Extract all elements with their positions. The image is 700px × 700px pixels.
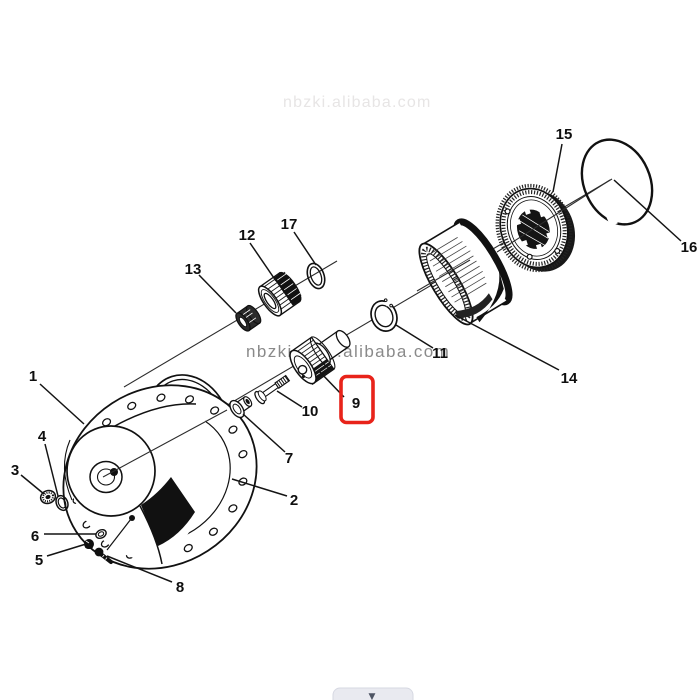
leader-line-12: [249, 242, 277, 282]
part-12-planet-gear: [257, 271, 302, 317]
part-label-11: 11: [432, 345, 448, 362]
part-label-1: 1: [29, 368, 37, 385]
leader-line-4: [44, 443, 59, 497]
leader-line-5: [46, 543, 87, 557]
part-label-17: 17: [281, 216, 298, 233]
part-label-10: 10: [302, 403, 319, 420]
part-label-9: 9: [352, 395, 360, 412]
leader-line-2: [231, 478, 288, 497]
part-label-14: 14: [561, 370, 578, 387]
leader-line-8b: [106, 518, 132, 551]
hub-center-hole: [89, 460, 123, 494]
leader-line-14: [454, 314, 560, 371]
watermark-mid-right: .alibaba.com: [337, 342, 450, 361]
axis-overlay-flange: [496, 179, 611, 253]
part-label-7: 7: [285, 450, 293, 467]
part-8-bolt: [94, 547, 113, 564]
axis-overlay-ring-gear: [416, 259, 471, 292]
part-15-geared-flange: [495, 183, 576, 273]
part-7-bushing: [229, 396, 253, 419]
part-5-plug: [84, 539, 94, 549]
watermark-top: nbzki.alibaba.com: [283, 94, 431, 111]
part-label-12: 12: [239, 227, 256, 244]
part-14-ring-gear: [418, 218, 513, 326]
hub-shadow-wedge: [141, 477, 195, 546]
part-label-16: 16: [681, 239, 698, 256]
part-label-5: 5: [35, 552, 43, 569]
part-labels: 1 2 3 4 5 6 7 8 9 10 11 12 13 14 15 16 1…: [11, 126, 698, 596]
part-6-nut: [95, 528, 107, 540]
scroll-tab[interactable]: ▼: [332, 687, 414, 700]
leader-line-15: [552, 143, 563, 193]
leader-line-1: [39, 383, 85, 425]
upper-axis-line: [123, 260, 338, 388]
leader-line-10: [276, 390, 303, 408]
part-10-bolt: [254, 374, 291, 405]
leader-line-7: [242, 413, 286, 453]
part-label-4: 4: [38, 428, 47, 445]
highlight-box: [339, 374, 375, 425]
watermark-mid-left: nbzki: [246, 342, 293, 361]
part-label-3: 3: [11, 462, 19, 479]
part-label-6: 6: [31, 528, 39, 545]
leader-line-8: [106, 555, 173, 583]
part-3-nut: [39, 489, 57, 505]
chevron-down-icon[interactable]: ▼: [369, 692, 376, 700]
part-11-snap-ring: [370, 295, 398, 332]
part-label-2: 2: [290, 492, 298, 509]
leader-line-16: [613, 179, 682, 242]
part-label-15: 15: [556, 126, 573, 143]
part-9-splined-coupling: [289, 329, 351, 386]
part-4-oring: [55, 494, 69, 512]
part-label-8: 8: [176, 579, 184, 596]
leader-line-3: [20, 474, 45, 495]
part-1-hub: [62, 384, 258, 570]
leader-line-13: [198, 274, 237, 314]
leader-line-17: [293, 231, 317, 266]
part-13-splined-bushing: [235, 304, 262, 332]
leader-line-11: [395, 324, 434, 349]
axis-overlay-hub: [102, 409, 228, 478]
part-16-large-snap-ring: [580, 138, 654, 227]
part-label-13: 13: [185, 261, 202, 278]
part-17-oring: [306, 262, 326, 290]
leader-lines: [20, 143, 682, 583]
